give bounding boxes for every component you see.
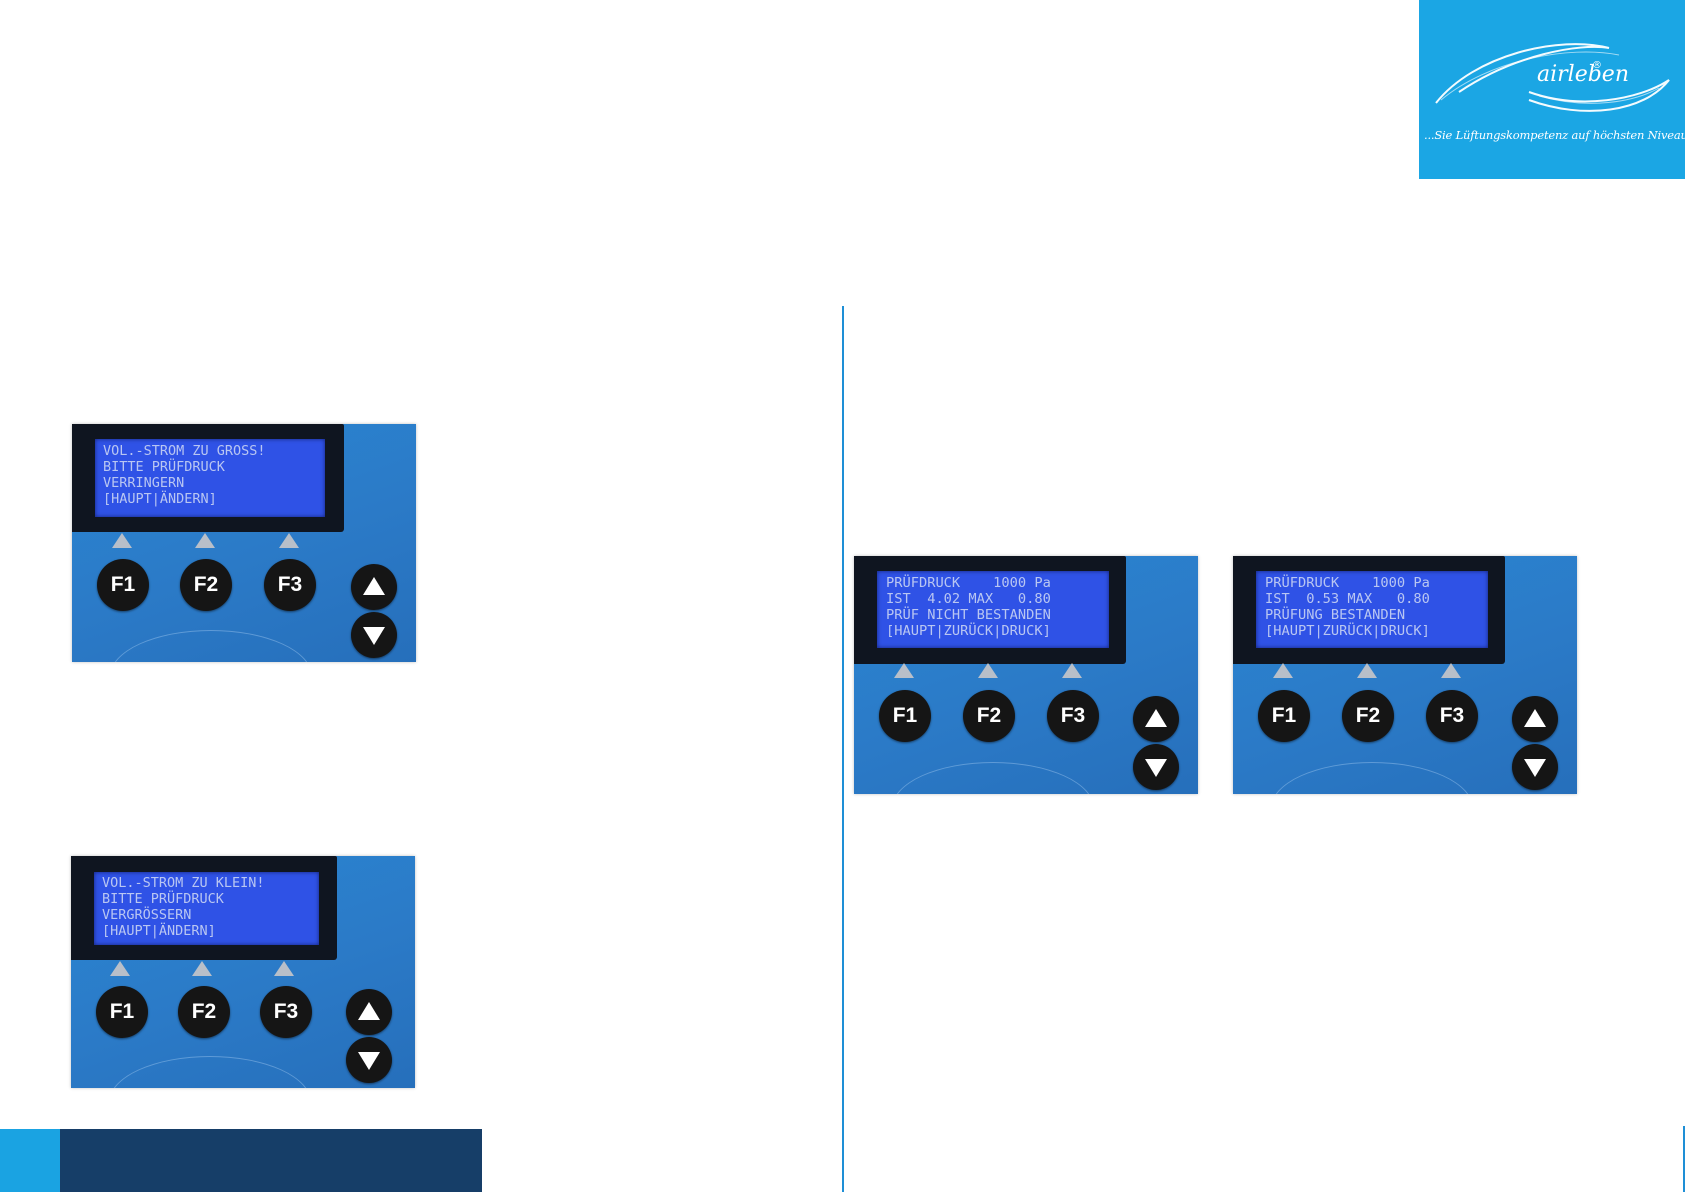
f1-button[interactable]: F1	[1258, 690, 1310, 742]
lcd-line: VERRINGERN	[103, 475, 185, 491]
arrow-up-button[interactable]	[351, 564, 397, 610]
logo-tagline: ...Sie Lüftungskompetenz auf höchsten Ni…	[1424, 128, 1685, 142]
f3-indicator-triangle-icon	[279, 533, 299, 548]
f2-button[interactable]: F2	[178, 986, 230, 1038]
lcd-screen: PRÜFDRUCK 1000 Pa IST 4.02 MAX 0.80 PRÜF…	[877, 571, 1109, 648]
arrow-up-button[interactable]	[1512, 696, 1558, 742]
logo-registered-mark: ®	[1592, 60, 1602, 71]
lcd-line: [HAUPT|ÄNDERN]	[102, 923, 216, 939]
f2-button[interactable]: F2	[963, 690, 1015, 742]
f2-indicator-triangle-icon	[192, 961, 212, 976]
arrow-down-button[interactable]	[351, 612, 397, 658]
lcd-line: VOL.-STROM ZU GROSS!	[103, 443, 266, 459]
lcd-line: PRÜFUNG BESTANDEN	[1265, 607, 1406, 623]
f3-indicator-triangle-icon	[1441, 663, 1461, 678]
footer-accent-block	[0, 1129, 60, 1192]
arrow-up-icon	[358, 1002, 380, 1020]
column-divider	[842, 306, 844, 1192]
panel-photo-flow-too-large: VOL.-STROM ZU GROSS! BITTE PRÜFDRUCK VER…	[72, 424, 416, 662]
lcd-line: PRÜF NICHT BESTANDEN	[886, 607, 1051, 623]
arrow-up-icon	[1524, 709, 1546, 727]
f3-button[interactable]: F3	[260, 986, 312, 1038]
arrow-down-icon	[363, 627, 385, 645]
panel-photo-test-passed: PRÜFDRUCK 1000 Pa IST 0.53 MAX 0.80 PRÜF…	[1233, 556, 1577, 794]
lcd-line: [HAUPT|ÄNDERN]	[103, 491, 217, 507]
f1-indicator-triangle-icon	[894, 663, 914, 678]
arrow-up-button[interactable]	[346, 989, 392, 1035]
f1-indicator-triangle-icon	[1273, 663, 1293, 678]
f1-button[interactable]: F1	[97, 559, 149, 611]
f2-button[interactable]: F2	[180, 559, 232, 611]
arrow-up-icon	[363, 577, 385, 595]
arrow-down-button[interactable]	[346, 1037, 392, 1083]
f3-button[interactable]: F3	[1426, 690, 1478, 742]
lcd-line: IST 4.02 MAX 0.80	[886, 591, 1051, 607]
f2-indicator-triangle-icon	[978, 663, 998, 678]
lcd-line: BITTE PRÜFDRUCK	[102, 891, 224, 907]
lcd-line: IST 0.53 MAX 0.80	[1265, 591, 1430, 607]
f3-indicator-triangle-icon	[274, 961, 294, 976]
f1-indicator-triangle-icon	[110, 961, 130, 976]
f1-indicator-triangle-icon	[112, 533, 132, 548]
arrow-up-icon	[1145, 709, 1167, 727]
panel-photo-test-failed: PRÜFDRUCK 1000 Pa IST 4.02 MAX 0.80 PRÜF…	[854, 556, 1198, 794]
arrow-down-button[interactable]	[1512, 744, 1558, 790]
f1-button[interactable]: F1	[96, 986, 148, 1038]
f2-indicator-triangle-icon	[1357, 663, 1377, 678]
lcd-line: PRÜFDRUCK 1000 Pa	[886, 575, 1051, 591]
arrow-down-icon	[1145, 759, 1167, 777]
page-edge-line	[1683, 1126, 1685, 1192]
panel-photo-flow-too-small: VOL.-STROM ZU KLEIN! BITTE PRÜFDRUCK VER…	[71, 856, 415, 1088]
airleben-logo	[1419, 0, 1685, 179]
lcd-screen: VOL.-STROM ZU KLEIN! BITTE PRÜFDRUCK VER…	[94, 872, 319, 945]
lcd-line: VERGRÖSSERN	[102, 907, 192, 923]
lcd-line: BITTE PRÜFDRUCK	[103, 459, 225, 475]
arrow-up-button[interactable]	[1133, 696, 1179, 742]
footer-bar	[60, 1129, 482, 1192]
lcd-line: [HAUPT|ZURÜCK|DRUCK]	[1265, 623, 1430, 639]
f3-indicator-triangle-icon	[1062, 663, 1082, 678]
arrow-down-icon	[1524, 759, 1546, 777]
logo-wordmark: airleben	[1537, 62, 1629, 87]
f2-button[interactable]: F2	[1342, 690, 1394, 742]
logo-swoosh-icon	[1435, 43, 1670, 112]
f3-button[interactable]: F3	[264, 559, 316, 611]
arrow-down-button[interactable]	[1133, 744, 1179, 790]
f3-button[interactable]: F3	[1047, 690, 1099, 742]
lcd-line: VOL.-STROM ZU KLEIN!	[102, 875, 265, 891]
arrow-down-icon	[358, 1052, 380, 1070]
lcd-line: [HAUPT|ZURÜCK|DRUCK]	[886, 623, 1051, 639]
lcd-line: PRÜFDRUCK 1000 Pa	[1265, 575, 1430, 591]
f1-button[interactable]: F1	[879, 690, 931, 742]
lcd-screen: PRÜFDRUCK 1000 Pa IST 0.53 MAX 0.80 PRÜF…	[1256, 571, 1488, 648]
lcd-screen: VOL.-STROM ZU GROSS! BITTE PRÜFDRUCK VER…	[95, 439, 325, 517]
f2-indicator-triangle-icon	[195, 533, 215, 548]
